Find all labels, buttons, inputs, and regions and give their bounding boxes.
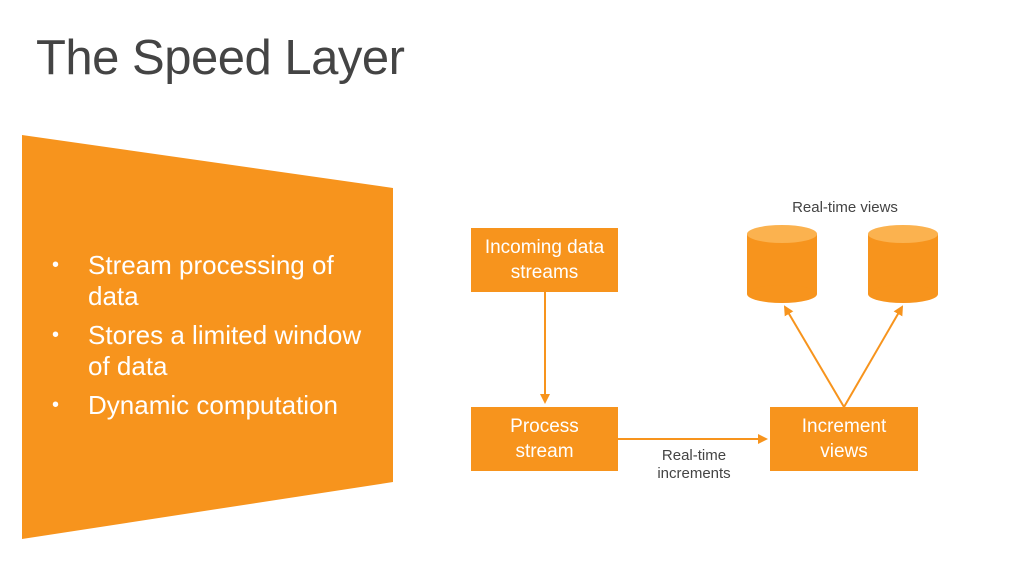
bullet-text: Dynamic computation (88, 390, 338, 420)
incoming-data-streams-box: Incoming data streams (471, 228, 618, 292)
increment-views-box: Increment views (770, 407, 918, 471)
bullet-dot-icon: • (52, 324, 60, 346)
process-box-label: Process stream (510, 416, 579, 462)
real-time-increments-label: Real-time increments (657, 447, 731, 482)
incoming-box-label: Incoming data streams (484, 237, 605, 283)
bullet-dot-icon: • (52, 254, 60, 276)
arrow-increment-to-view-right (843, 305, 904, 408)
bullet-item: • Dynamic computation (48, 390, 388, 421)
bullet-list: • Stream processing of data • Stores a l… (48, 250, 388, 429)
bullet-item: • Stream processing of data (48, 250, 388, 312)
bullet-item: • Stores a limited window of data (48, 320, 388, 382)
database-icon (868, 225, 938, 303)
page-title: The Speed Layer (36, 31, 405, 85)
database-icon (747, 225, 817, 303)
bullet-text: Stores a limited window of data (88, 320, 362, 381)
real-time-views-label: Real-time views (792, 199, 898, 216)
bullet-text: Stream processing of data (88, 250, 334, 311)
bullet-dot-icon: • (52, 394, 60, 416)
increment-box-label: Increment views (801, 416, 887, 462)
arrow-increment-to-view-left (783, 305, 845, 408)
process-stream-box: Process stream (471, 407, 618, 471)
